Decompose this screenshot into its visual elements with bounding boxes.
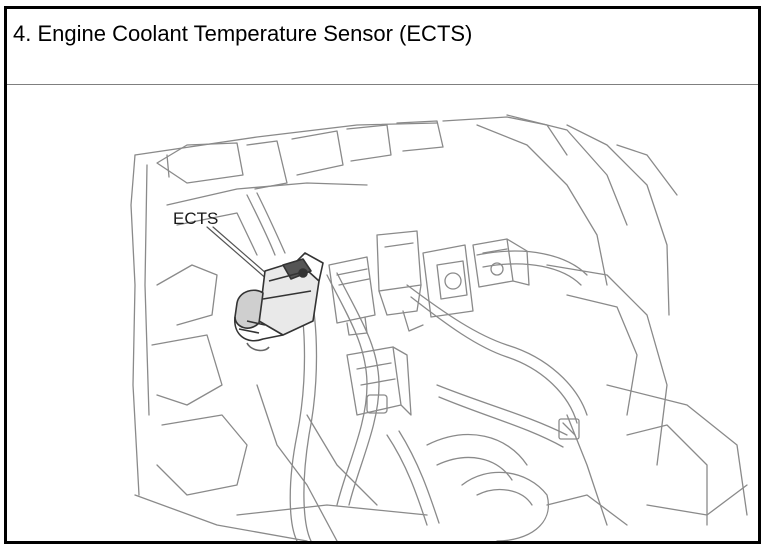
page-frame: 4. Engine Coolant Temperature Sensor (EC… <box>4 6 761 544</box>
engine-line-art: ECTS <box>130 114 748 541</box>
wire-harness <box>246 192 588 541</box>
header-cell: 4. Engine Coolant Temperature Sensor (EC… <box>7 9 758 85</box>
engine-diagram: ECTS <box>7 85 758 541</box>
page-title: 4. Engine Coolant Temperature Sensor (EC… <box>13 21 473 46</box>
ects-callout-label: ECTS <box>173 209 218 228</box>
connector-cluster <box>328 230 530 416</box>
ects-sensor <box>234 252 324 352</box>
engine-block-outline <box>130 116 568 541</box>
right-side-structure <box>426 114 748 541</box>
